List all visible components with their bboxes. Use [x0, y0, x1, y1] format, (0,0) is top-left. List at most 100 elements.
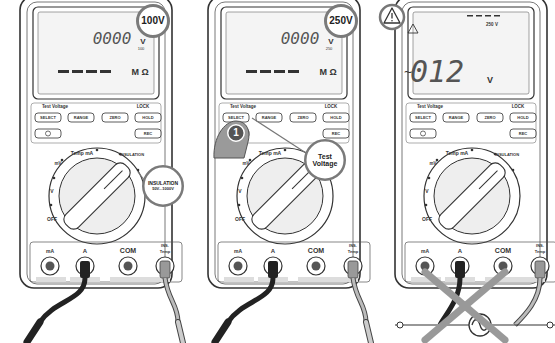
panel-label: COM	[308, 247, 324, 254]
panel-label: SELECT	[228, 116, 244, 120]
callout-text: 50V...1000V	[152, 187, 174, 191]
display-dash	[494, 15, 500, 17]
panel-label: INSULATION	[495, 153, 519, 157]
circle-shape	[138, 6, 169, 37]
panel-label: mV	[242, 162, 249, 167]
panel-label: LOCK	[512, 105, 525, 110]
multimeter	[395, 0, 555, 288]
panel-label: INSULATION	[120, 153, 144, 157]
display-warning	[408, 24, 418, 33]
circle-shape	[326, 6, 357, 37]
panel-label: REC	[332, 132, 340, 136]
red-lead	[515, 278, 540, 325]
panel-label: HOLD	[142, 116, 153, 120]
panel-label: Test Voltage	[417, 105, 443, 110]
panel-label: LOCK	[137, 105, 150, 110]
terminal	[397, 322, 403, 328]
display-dashes	[246, 70, 299, 73]
step-number: 1	[227, 124, 245, 142]
finger	[214, 121, 249, 158]
callout-circle: 250V	[324, 4, 358, 38]
callout-text: 1	[233, 128, 239, 139]
panel-label: REC	[519, 132, 527, 136]
panel-label: M Ω	[319, 68, 336, 77]
warning-badge	[380, 5, 404, 29]
panel-label: Temp	[348, 250, 358, 254]
panel-label: 100	[138, 47, 145, 51]
cross-mark	[425, 272, 505, 340]
panel-label: Test Voltage	[230, 105, 256, 110]
panel-label: mA	[46, 249, 54, 254]
callout-text: Test Voltage	[308, 153, 342, 168]
warning-mark	[391, 13, 392, 19]
display-dash	[467, 15, 473, 17]
cross-mark	[425, 272, 505, 340]
panel-label: ZERO	[109, 116, 120, 120]
display-reading: 012	[410, 57, 464, 87]
panel-label: SELECT	[40, 116, 56, 120]
test-leads	[215, 278, 371, 343]
display-dash	[476, 15, 482, 17]
red-lead	[515, 278, 540, 325]
panel-label: Test Voltage	[42, 105, 68, 110]
panel-label: V	[140, 38, 145, 46]
panel-label: COM	[120, 247, 136, 254]
panel-label: mV	[429, 162, 436, 167]
panel-label: Temp mA	[71, 151, 93, 156]
panel-label: SELECT	[415, 116, 431, 120]
panel-label: OFF	[422, 217, 432, 222]
panel-label: A	[458, 248, 462, 254]
warning-triangle	[384, 8, 400, 23]
multimeter-group	[395, 0, 555, 325]
panel-label: HOLD	[517, 116, 528, 120]
panel-label: RANGE	[449, 116, 463, 120]
panel-label: mA	[234, 249, 242, 254]
panel-label: OFF	[47, 217, 57, 222]
panel-label: V	[328, 38, 333, 46]
panel-label: COM	[495, 247, 511, 254]
callout-circle: 100V	[136, 4, 170, 38]
panel-label: 250 V	[486, 23, 498, 28]
terminal	[547, 322, 553, 328]
panel-label: ZERO	[297, 116, 308, 120]
display-reading: 0000	[281, 31, 320, 47]
display-dashes	[58, 70, 111, 73]
callout-text: 250V	[329, 16, 352, 27]
panel-label: M Ω	[131, 68, 148, 77]
panel-label: INS.	[536, 244, 544, 248]
panel-label: 250	[326, 47, 333, 51]
display-dash	[485, 15, 491, 17]
panel-label: Temp	[535, 250, 545, 254]
display-reading: 0000	[93, 31, 132, 47]
multimeter	[20, 0, 182, 288]
circle-shape	[143, 166, 183, 206]
panel-label: ZERO	[484, 116, 495, 120]
panel-label: INS.	[349, 244, 357, 248]
circle-shape	[305, 140, 345, 180]
panel-label: HOLD	[330, 116, 341, 120]
warning-mark	[391, 20, 393, 22]
callout-circle: INSULATION50V...1000V	[142, 165, 184, 207]
panel-label: V	[238, 189, 241, 194]
circle-shape	[228, 125, 245, 142]
panel-label: V	[487, 76, 493, 85]
panel-label: Temp	[160, 250, 170, 254]
panel-label: LOCK	[325, 105, 338, 110]
panel-label: OFF	[235, 217, 245, 222]
multimeter-group	[208, 0, 371, 343]
panel-label: A	[271, 248, 275, 254]
panel-label: mA	[421, 249, 429, 254]
panel-label: V	[50, 189, 53, 194]
leader-line	[252, 118, 306, 153]
panel-label: RANGE	[262, 116, 276, 120]
panel-label: Temp mA	[446, 151, 468, 156]
callout-text: 100V	[141, 16, 164, 27]
panel-label: RANGE	[74, 116, 88, 120]
panel-label: A	[83, 248, 87, 254]
panel-label: Temp mA	[259, 151, 281, 156]
multimeter	[208, 0, 370, 288]
